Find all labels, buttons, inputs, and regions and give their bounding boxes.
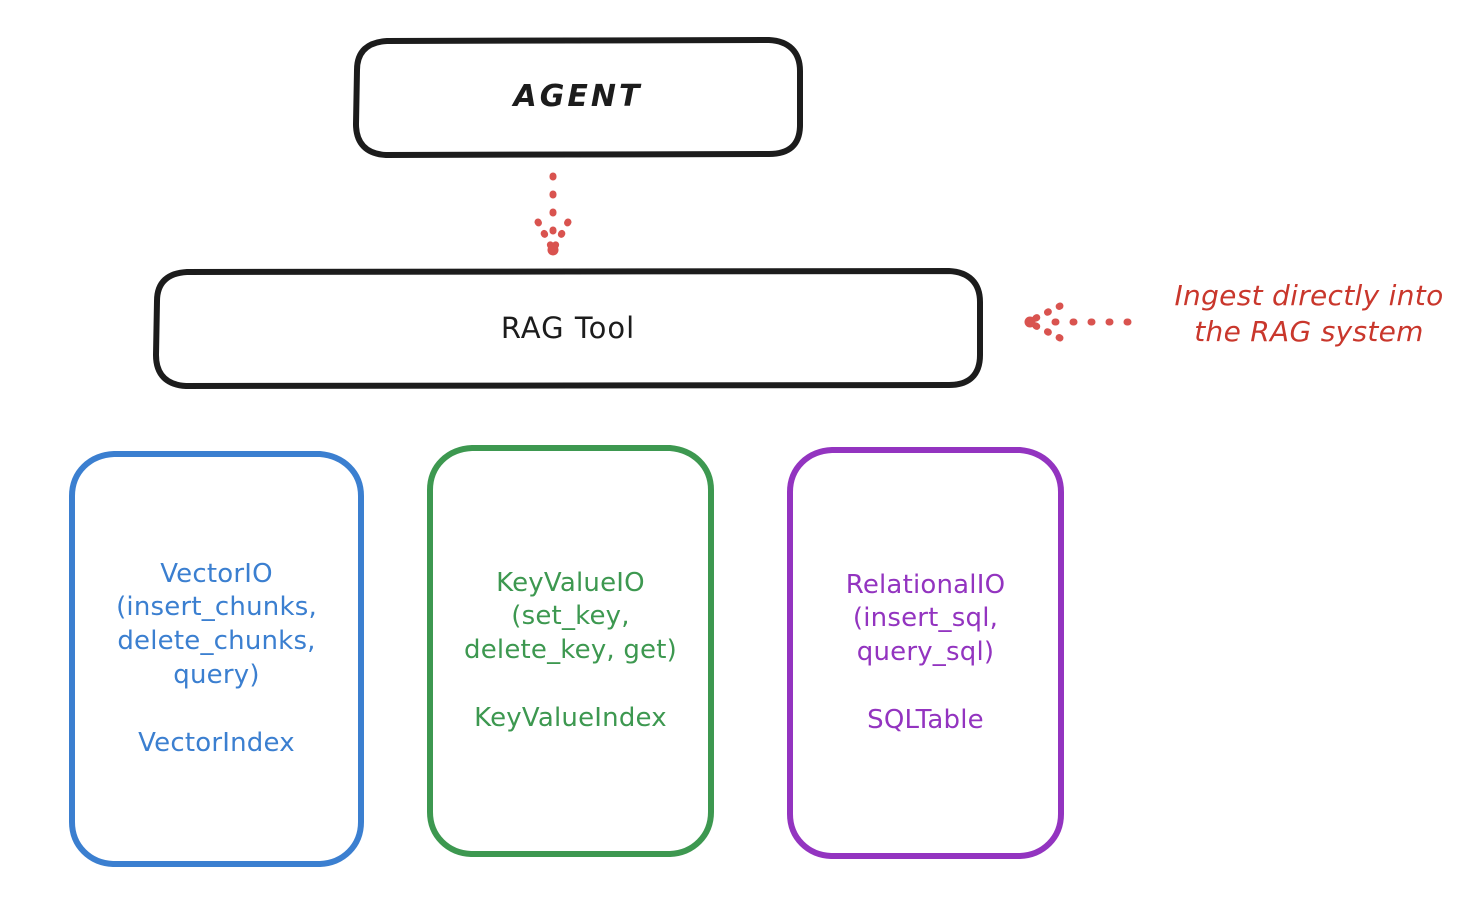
node-key-value-io-label: KeyValueIO (set_key, delete_key, get) Ke…	[464, 567, 677, 733]
node-vector-io-label: VectorIO (insert_chunks, delete_chunks, …	[116, 558, 317, 758]
node-vector-io[interactable]: VectorIO (insert_chunks, delete_chunks, …	[68, 450, 365, 868]
node-key-value-io[interactable]: KeyValueIO (set_key, delete_key, get) Ke…	[426, 444, 715, 858]
relational-io-box-outline	[787, 447, 1064, 859]
key-value-io-box-outline	[427, 445, 714, 857]
vector-io-box-outline	[69, 451, 364, 867]
node-relational-io[interactable]: RelationalIO (insert_sql, query_sql) SQL…	[786, 446, 1065, 860]
connector-ingest-to-rag-tool-icon	[1024, 302, 1132, 342]
node-rag-tool[interactable]: RAG Tool	[153, 268, 983, 389]
annotation-ingest-directly: Ingest directly into the RAG system	[1174, 279, 1444, 348]
agent-box-outline	[353, 37, 803, 158]
node-agent[interactable]: AGENT	[353, 37, 803, 158]
node-agent-label: AGENT	[513, 79, 643, 115]
rag-tool-box-outline	[153, 268, 983, 389]
node-rag-tool-label: RAG Tool	[500, 310, 636, 345]
node-relational-io-label: RelationalIO (insert_sql, query_sql) SQL…	[845, 569, 1006, 735]
connector-agent-to-rag-tool-icon	[534, 172, 572, 256]
